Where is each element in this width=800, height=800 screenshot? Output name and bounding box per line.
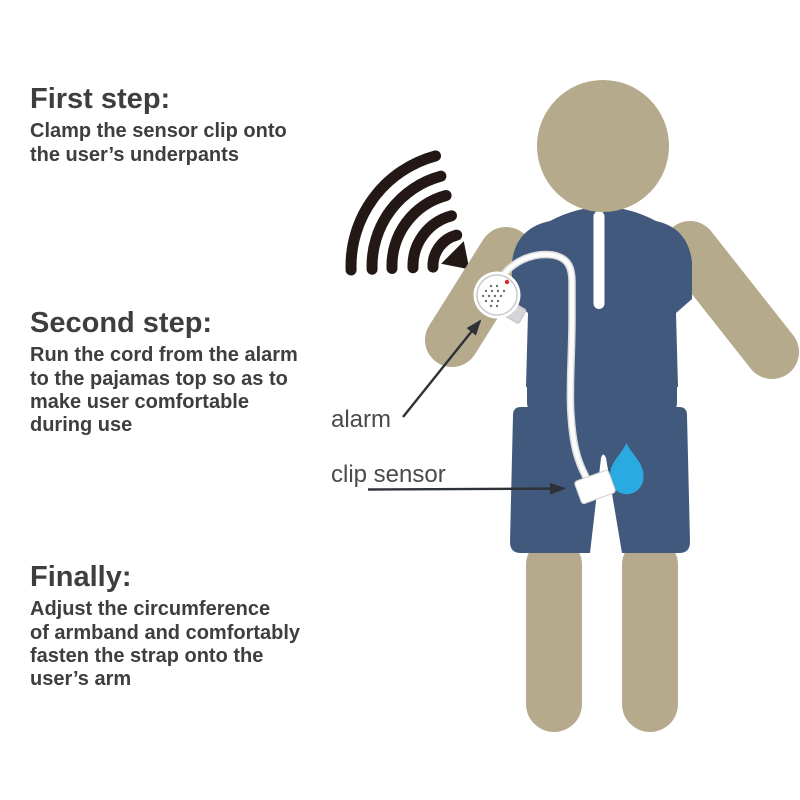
head <box>537 80 669 212</box>
sound-wave-arc <box>407 210 457 274</box>
step-finally: Finally: Adjust the circumference of arm… <box>30 561 301 692</box>
step-second-body: Run the cord from the alarm to the pajam… <box>30 344 298 437</box>
step-first-body: Clamp the sensor clip onto the user’s un… <box>30 120 287 166</box>
clip-sensor-label: clip sensor <box>331 461 446 488</box>
sound-wave-arc <box>366 170 447 275</box>
sound-wave-arc <box>427 229 463 273</box>
step-second: Second step: Run the cord from the alarm… <box>30 307 298 438</box>
sound-wave-arc <box>345 150 441 276</box>
step-finally-heading: Finally: <box>30 561 132 593</box>
alarm-cord <box>497 250 590 481</box>
alarm-led <box>504 279 510 285</box>
alarm-device-body <box>476 274 518 316</box>
zipper-line <box>593 211 605 309</box>
step-first-heading: First step: <box>30 83 171 115</box>
clip-sensor-device <box>574 469 616 505</box>
right-arm <box>663 221 799 379</box>
step-first: First step: Clamp the sensor clip onto t… <box>30 83 287 167</box>
clip-sensor-arrow <box>367 482 566 495</box>
alarm-arrow <box>402 319 482 418</box>
step-finally-body: Adjust the circumference of armband and … <box>30 598 301 691</box>
step-second-heading: Second step: <box>30 307 213 339</box>
alarm-device <box>473 271 521 319</box>
speaker-grille-dots <box>481 284 506 308</box>
sound-waves-icon <box>345 150 463 276</box>
alarm-label: alarm <box>331 406 392 433</box>
shorts <box>510 407 690 553</box>
urine-drop-icon <box>609 443 644 495</box>
sound-wave-arc <box>386 190 452 274</box>
